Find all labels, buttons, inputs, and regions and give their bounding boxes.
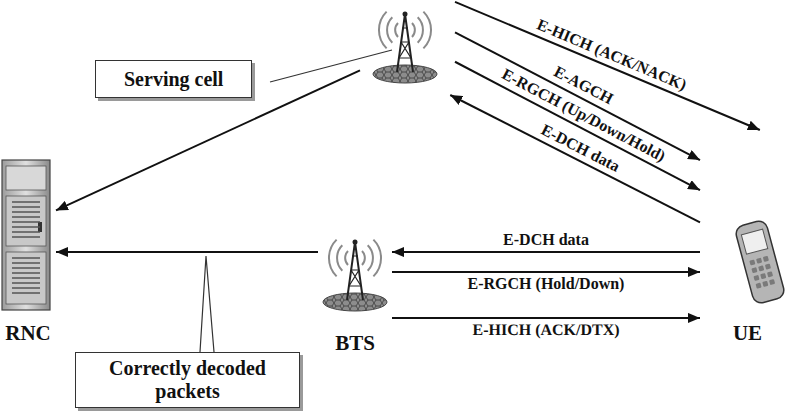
key [756,258,762,264]
cabinet-body [2,160,50,310]
key [767,271,773,277]
cabinet-slits [12,202,40,293]
key [756,283,762,289]
slit [12,216,40,218]
slit [12,282,40,284]
node-label: Correctly decoded packets [84,357,291,403]
callout-label: Serving cell [95,60,252,98]
leader-line [270,50,392,82]
ue-node: UE [700,130,795,345]
slit [12,272,40,274]
slit [12,277,40,279]
signal-arrow [56,251,318,253]
edge-label: E-DCH data [503,231,589,249]
phone-keys [749,256,775,289]
key [753,275,759,281]
key [763,256,769,262]
slit [12,287,40,289]
key [758,265,764,271]
slit [12,221,40,223]
node-label: BTS [335,331,375,355]
key [765,264,771,270]
node-label: UE [733,321,762,345]
edge-label: E-RGCH (Hold/Down) [468,275,625,293]
edge-label: E-HICH (ACK/DTX) [472,321,619,339]
slit [12,211,40,213]
slit [12,206,40,208]
slit [12,201,40,203]
cabinet-panel [6,196,46,246]
rnc-node: RNC [0,150,56,345]
slit [12,226,40,228]
slit [12,267,40,269]
slit [12,292,40,294]
key [751,267,757,273]
cabinet-panel [6,252,46,304]
callout-box: Correctly decoded packets [75,352,300,408]
bts-tower [323,240,387,312]
node-label: RNC [5,321,51,345]
signal-arrow [392,271,700,273]
leader-line [200,256,214,352]
phone-body [734,219,786,305]
key [749,259,755,265]
key [760,273,766,279]
rnc-cabinet [2,160,50,310]
slit [12,262,40,264]
key [762,281,768,287]
cabinet-panel [6,166,46,190]
phone-screen [741,229,767,254]
serving-cell-tower [373,12,437,84]
slit [12,257,40,259]
signal-arrow [392,251,700,253]
signal-arrow [392,317,700,319]
slit [12,236,40,238]
serving-cell-node: Serving cell [360,0,455,95]
slit [12,231,40,233]
key [769,279,775,285]
ue-phone [734,219,786,305]
bts-node: BTS [318,232,392,355]
